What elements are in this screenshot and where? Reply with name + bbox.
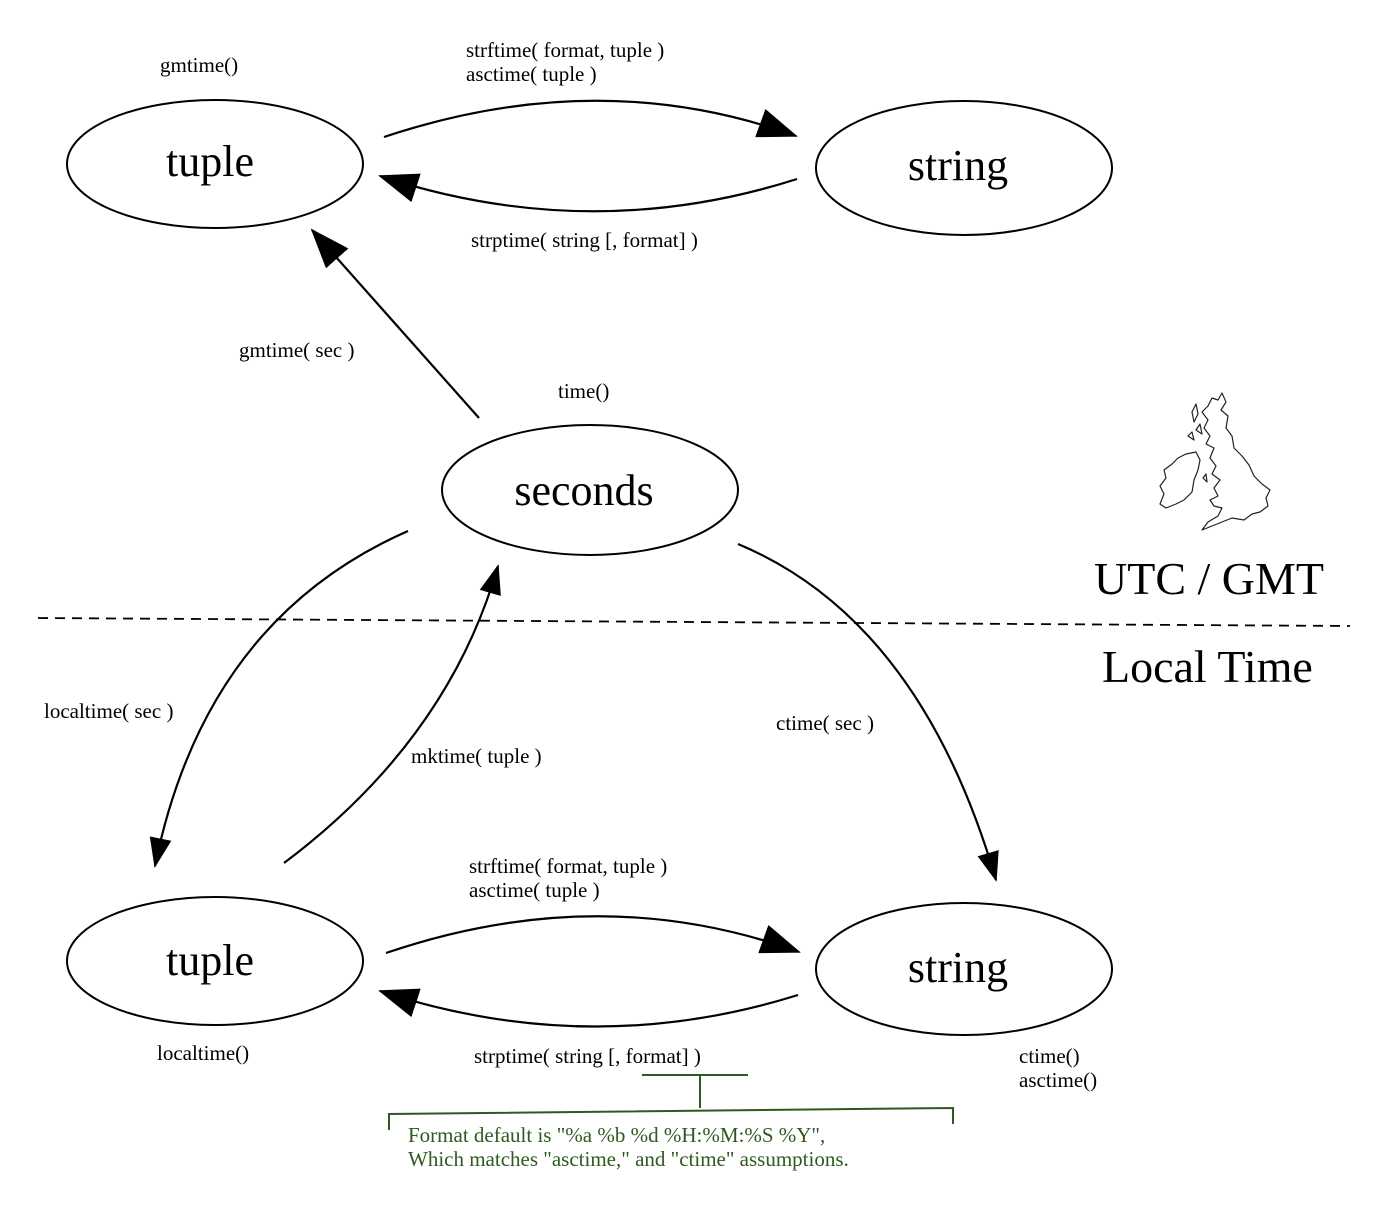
edge-local-string-to-tuple xyxy=(378,988,799,1028)
node-seconds-label: seconds xyxy=(514,466,653,515)
caption-local-tuple: localtime() xyxy=(157,1041,249,1065)
label-utc-strptime: strptime( string [, format] ) xyxy=(471,228,698,252)
label-ctime-sec: ctime( sec ) xyxy=(776,711,874,735)
edge-utc-tuple-to-string xyxy=(383,99,798,139)
uk-map-icon xyxy=(1159,392,1271,531)
label-local-strptime: strptime( string [, format] ) xyxy=(474,1044,701,1068)
node-local-string: string xyxy=(815,902,1113,1036)
edge-utc-string-to-tuple xyxy=(378,173,798,213)
caption-local-string-line2: asctime() xyxy=(1019,1068,1097,1092)
node-seconds: seconds xyxy=(441,424,739,556)
edge-seconds-to-utc-tuple xyxy=(310,228,480,419)
zone-divider xyxy=(37,617,1351,627)
node-utc-tuple: tuple xyxy=(66,99,364,229)
edge-local-tuple-to-string xyxy=(385,915,801,955)
edge-local-tuple-to-seconds xyxy=(283,564,501,864)
node-utc-string: string xyxy=(815,100,1113,236)
caption-utc-tuple: gmtime() xyxy=(160,53,238,77)
label-utc-strftime: strftime( format, tuple ) xyxy=(466,38,664,62)
node-local-tuple-label: tuple xyxy=(166,936,254,985)
node-local-string-label: string xyxy=(908,943,1008,992)
zone-label-local: Local Time xyxy=(1102,641,1313,692)
edge-seconds-to-local-tuple xyxy=(149,529,409,868)
node-local-tuple: tuple xyxy=(66,896,364,1026)
label-local-asctime: asctime( tuple ) xyxy=(469,878,600,902)
label-gmtime-sec: gmtime( sec ) xyxy=(239,338,354,362)
format-note-line1: Format default is "%a %b %d %H:%M:%S %Y"… xyxy=(408,1123,825,1147)
label-local-strftime: strftime( format, tuple ) xyxy=(469,854,667,878)
node-utc-tuple-label: tuple xyxy=(166,137,254,186)
edge-seconds-to-local-string xyxy=(737,542,999,882)
format-note-bracket xyxy=(388,1074,954,1130)
label-mktime: mktime( tuple ) xyxy=(411,744,542,768)
node-utc-string-label: string xyxy=(908,141,1008,190)
caption-seconds: time() xyxy=(558,379,609,403)
format-note-line2: Which matches "asctime," and "ctime" ass… xyxy=(408,1147,849,1171)
zone-label-utc: UTC / GMT xyxy=(1094,553,1324,604)
label-localtime-sec: localtime( sec ) xyxy=(44,699,173,723)
caption-local-string-line1: ctime() xyxy=(1019,1044,1080,1068)
label-utc-asctime: asctime( tuple ) xyxy=(466,62,597,86)
